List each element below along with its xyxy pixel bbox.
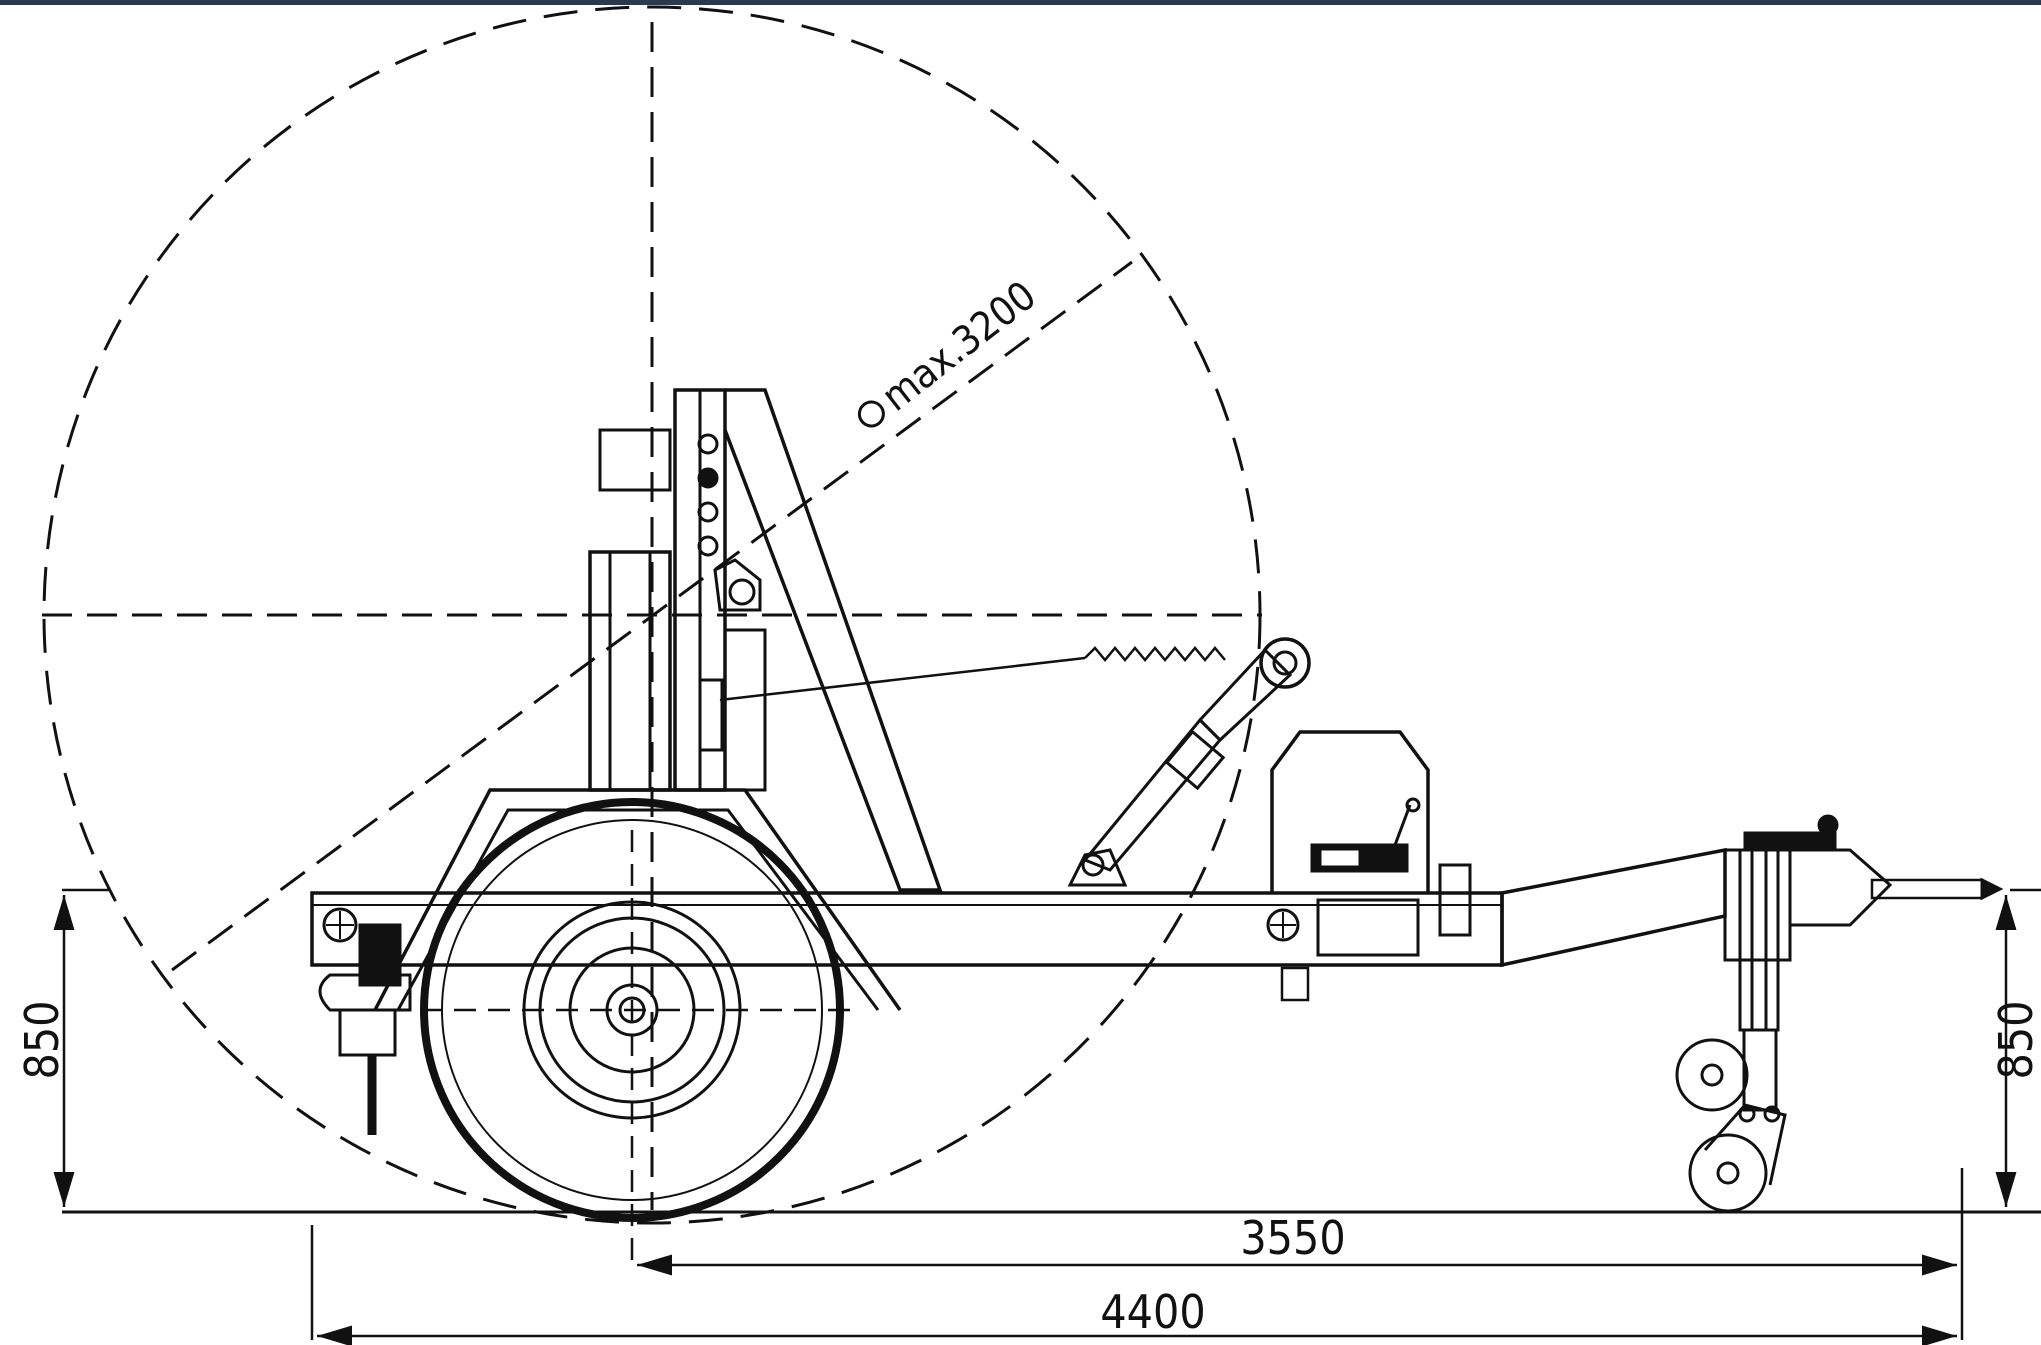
axle-to-hitch-dimension: 3550: [1240, 1211, 1345, 1265]
height-dimension-right: 850: [1989, 1001, 2041, 1080]
top-border: [0, 0, 2041, 5]
hydraulic-cylinder: [1067, 637, 1311, 887]
overall-length-dimension: 4400: [1100, 1285, 1205, 1339]
height-dimension-left: 850: [15, 1001, 69, 1080]
main-wheel: [420, 798, 850, 1270]
trailer-chassis: [310, 788, 2004, 1213]
lifting-mast: [588, 388, 1226, 892]
diameter-line: [171, 260, 1133, 972]
control-box: [1266, 730, 1472, 1002]
dimension-lines: [53, 888, 2041, 1345]
reel-diameter-note: max.3200: [857, 273, 1045, 428]
